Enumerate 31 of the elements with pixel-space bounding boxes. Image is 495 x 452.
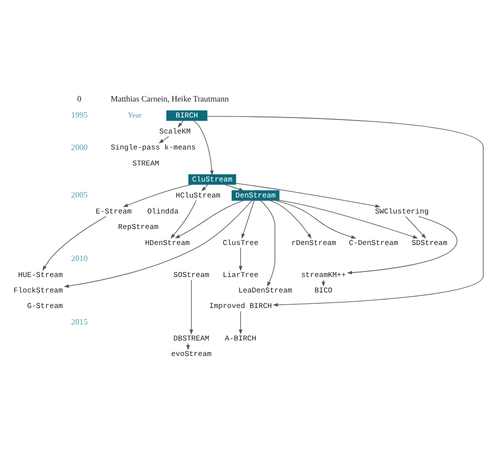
label: Year	[128, 110, 142, 120]
label: 2010	[71, 254, 88, 263]
arrow	[242, 200, 254, 238]
label: Matthias Carnein, Heike Trautmann	[110, 94, 229, 103]
arrow	[235, 182, 380, 208]
arrow	[322, 279, 326, 286]
arrow	[346, 216, 458, 274]
arrow	[178, 120, 184, 128]
label: 2015	[71, 317, 88, 326]
arrow	[174, 200, 244, 238]
label: 1995	[71, 110, 88, 120]
arrow	[42, 216, 106, 270]
arrow	[405, 216, 426, 238]
arrow	[270, 200, 312, 238]
arrow	[190, 279, 194, 334]
arrow	[224, 184, 244, 190]
arrow	[275, 200, 356, 238]
arrow	[158, 136, 170, 143]
arrow	[201, 184, 208, 191]
arrow	[260, 200, 276, 286]
arrow	[170, 200, 197, 238]
arrow	[238, 247, 242, 271]
label: 2000	[71, 142, 88, 152]
arrow	[64, 200, 252, 288]
arrow	[206, 116, 484, 306]
label: 0	[77, 94, 82, 103]
label: 2005	[71, 190, 88, 200]
arrow	[238, 310, 242, 334]
arrow	[122, 184, 193, 207]
arrow	[278, 199, 418, 238]
arrow	[193, 120, 214, 176]
